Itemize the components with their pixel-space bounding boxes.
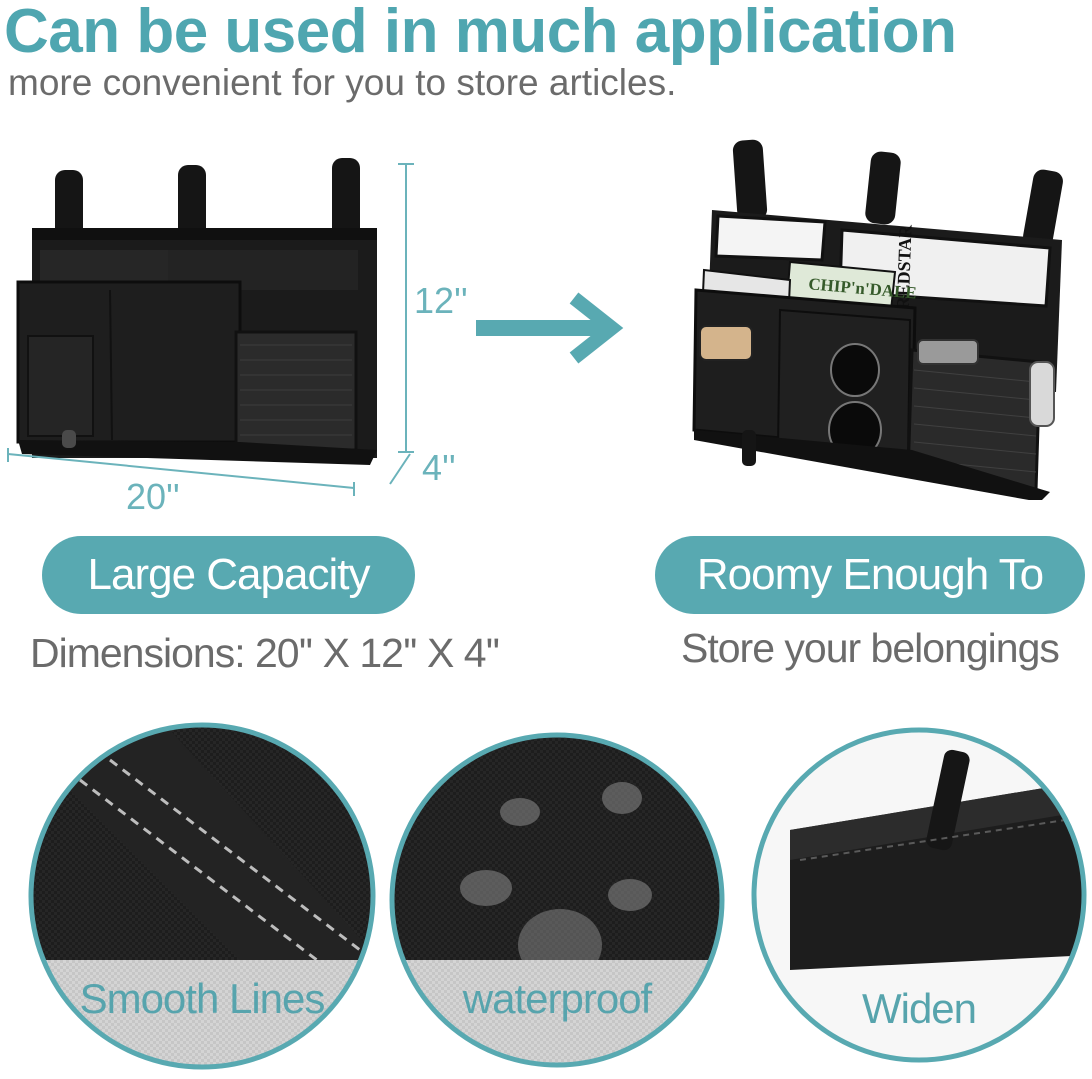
book-label-redstar: REDSTAR — [893, 223, 916, 309]
headline: Can be used in much application — [4, 0, 957, 66]
waterproof-circle — [392, 735, 722, 1065]
waterproof-label: waterproof — [462, 975, 652, 1022]
organizer-dimensions-illustration — [7, 158, 414, 496]
organizer-filled-illustration: REDSTAR CHIP'n'DALE — [692, 139, 1063, 500]
smooth-lines-label: Smooth Lines — [79, 975, 326, 1022]
depth-dimension-label: 4'' — [422, 447, 456, 488]
smooth-lines-circle — [31, 725, 373, 1067]
roomy-enough-pill: Roomy Enough To — [655, 536, 1085, 614]
dimensions-caption: Dimensions: 20'' X 12'' X 4'' — [30, 630, 500, 676]
large-capacity-pill: Large Capacity — [42, 536, 415, 614]
store-belongings-caption: Store your belongings — [681, 625, 1060, 671]
widen-circle — [754, 730, 1084, 1060]
width-dimension-label: 20'' — [126, 476, 180, 517]
arrow-right-icon — [476, 292, 624, 364]
widen-label: Widen — [861, 985, 977, 1032]
feature-circles — [28, 722, 1087, 1070]
height-dimension-label: 12'' — [414, 280, 468, 321]
subheadline: more convenient for you to store article… — [8, 62, 677, 103]
